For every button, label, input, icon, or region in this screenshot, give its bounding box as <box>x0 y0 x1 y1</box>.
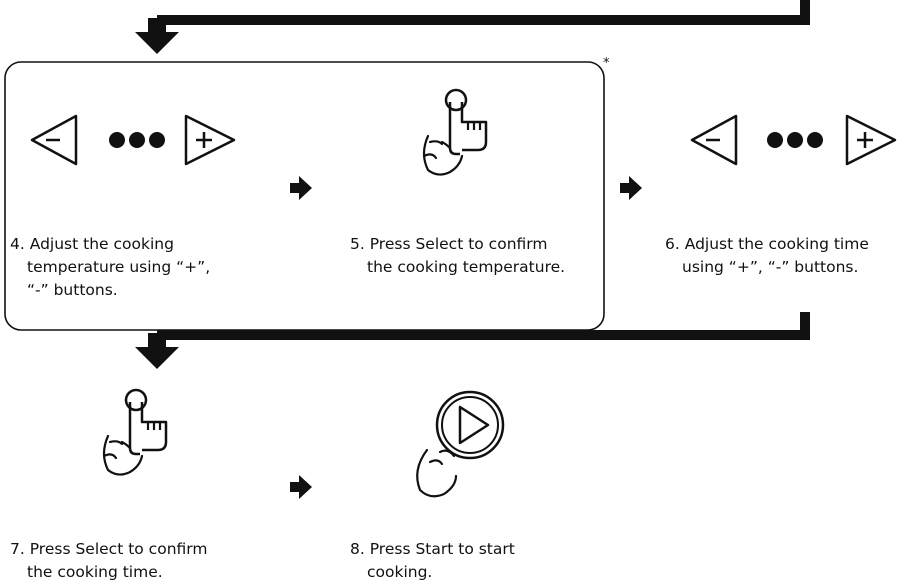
press-hand-icon <box>422 88 488 176</box>
arrow-right-icon <box>290 176 312 200</box>
start-button-icon <box>416 390 505 498</box>
caption-line: using “+”, “-” buttons. <box>682 258 859 276</box>
step-8-caption: 8. Press Start to start cooking. <box>350 538 515 584</box>
dots-icon <box>767 132 823 148</box>
caption-line: the cooking time. <box>27 563 163 581</box>
caption-line: Press Select to confirm <box>369 235 548 253</box>
step-number: 5. <box>350 235 365 253</box>
dots-icon <box>109 132 165 148</box>
step-number: 4. <box>10 235 25 253</box>
plus-icon <box>184 114 236 166</box>
step-number: 8. <box>350 540 365 558</box>
arrow-right-icon <box>290 475 312 499</box>
caption-line: cooking. <box>367 563 433 581</box>
caption-line: temperature using “+”, <box>27 258 211 276</box>
caption-line: Press Select to confirm <box>29 540 208 558</box>
minus-icon <box>690 114 738 166</box>
top-connector-arrow-icon <box>135 0 810 54</box>
step-6-caption: 6. Adjust the cooking time using “+”, “-… <box>665 233 869 279</box>
caption-line: Press Start to start <box>369 540 515 558</box>
step-7-caption: 7. Press Select to confirm the cooking t… <box>10 538 207 584</box>
middle-connector-arrow-icon <box>135 312 810 369</box>
step-4-caption: 4. Adjust the cooking temperature using … <box>10 233 210 302</box>
caption-line: the cooking temperature. <box>367 258 566 276</box>
step4-buttons-icon <box>30 114 236 166</box>
caption-line: Adjust the cooking time <box>684 235 869 253</box>
caption-line: “-” buttons. <box>27 281 118 299</box>
step-number: 6. <box>665 235 680 253</box>
minus-icon <box>30 114 78 166</box>
step-5-caption: 5. Press Select to confirm the cooking t… <box>350 233 565 279</box>
press-hand-icon <box>102 388 168 476</box>
step-number: 7. <box>10 540 25 558</box>
plus-icon <box>845 114 897 166</box>
arrow-right-icon <box>620 176 642 200</box>
note-marker: * <box>603 56 610 71</box>
caption-line: Adjust the cooking <box>29 235 174 253</box>
step6-buttons-icon <box>690 114 897 166</box>
